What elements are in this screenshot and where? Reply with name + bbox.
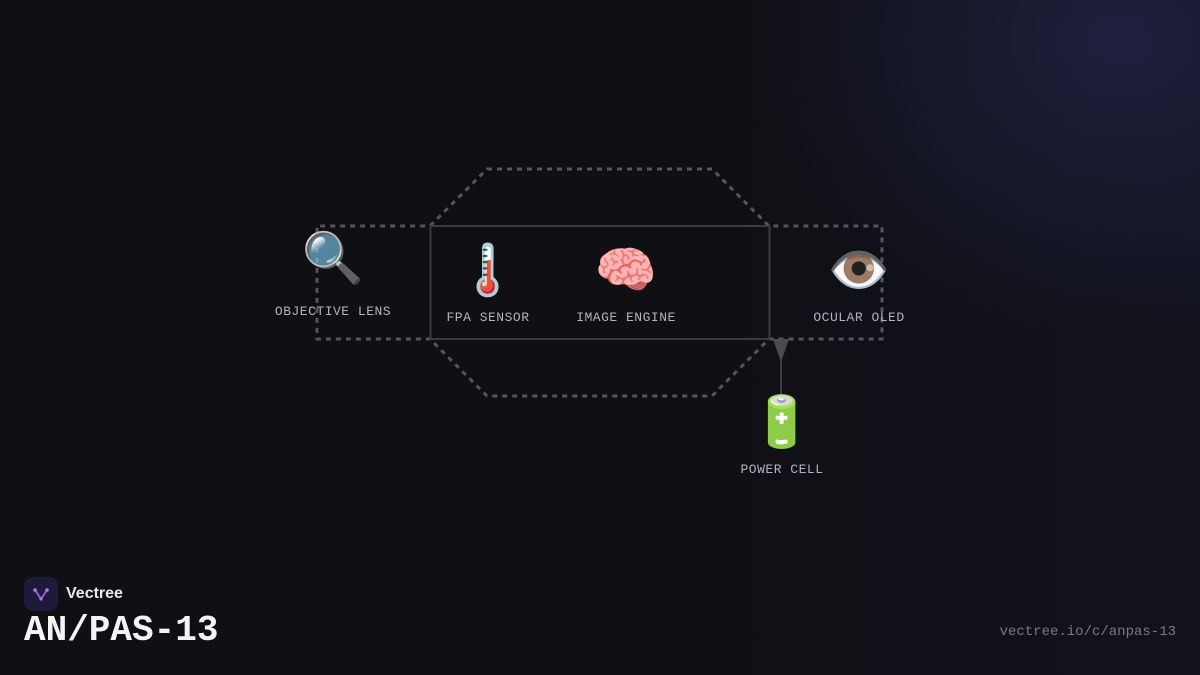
battery-icon: 🔋: [750, 393, 814, 451]
eye-icon: 👁️: [827, 241, 891, 299]
power-connector-arrowhead: [773, 339, 789, 362]
node-label: OCULAR OLED: [813, 310, 905, 325]
thermometer-icon: 🌡️: [456, 241, 520, 299]
node-power-cell[interactable]: 🔋 POWER CELL: [740, 394, 823, 477]
node-ocular-oled[interactable]: 👁️ OCULAR OLED: [813, 242, 904, 325]
node-label: IMAGE ENGINE: [576, 310, 676, 325]
node-label: FPA SENSOR: [446, 310, 530, 325]
core-frame: [429, 225, 771, 340]
node-objective-lens[interactable]: 🔍 OBJECTIVE LENS: [275, 230, 391, 319]
node-image-engine[interactable]: 🧠 IMAGE ENGINE: [576, 242, 676, 325]
brand-name: Vectree: [66, 585, 123, 602]
node-label: POWER CELL: [740, 462, 824, 477]
page-title: AN/PAS-13: [24, 610, 219, 651]
brand[interactable]: Vectree: [24, 577, 123, 611]
node-label: OBJECTIVE LENS: [274, 304, 392, 319]
brain-icon: 🧠: [594, 241, 658, 299]
vectree-logo-icon: [24, 577, 58, 611]
node-fpa-sensor[interactable]: 🌡️ FPA SENSOR: [446, 242, 529, 325]
magnifier-icon: 🔍: [301, 229, 365, 287]
source-url[interactable]: vectree.io/c/anpas-13: [999, 624, 1176, 640]
